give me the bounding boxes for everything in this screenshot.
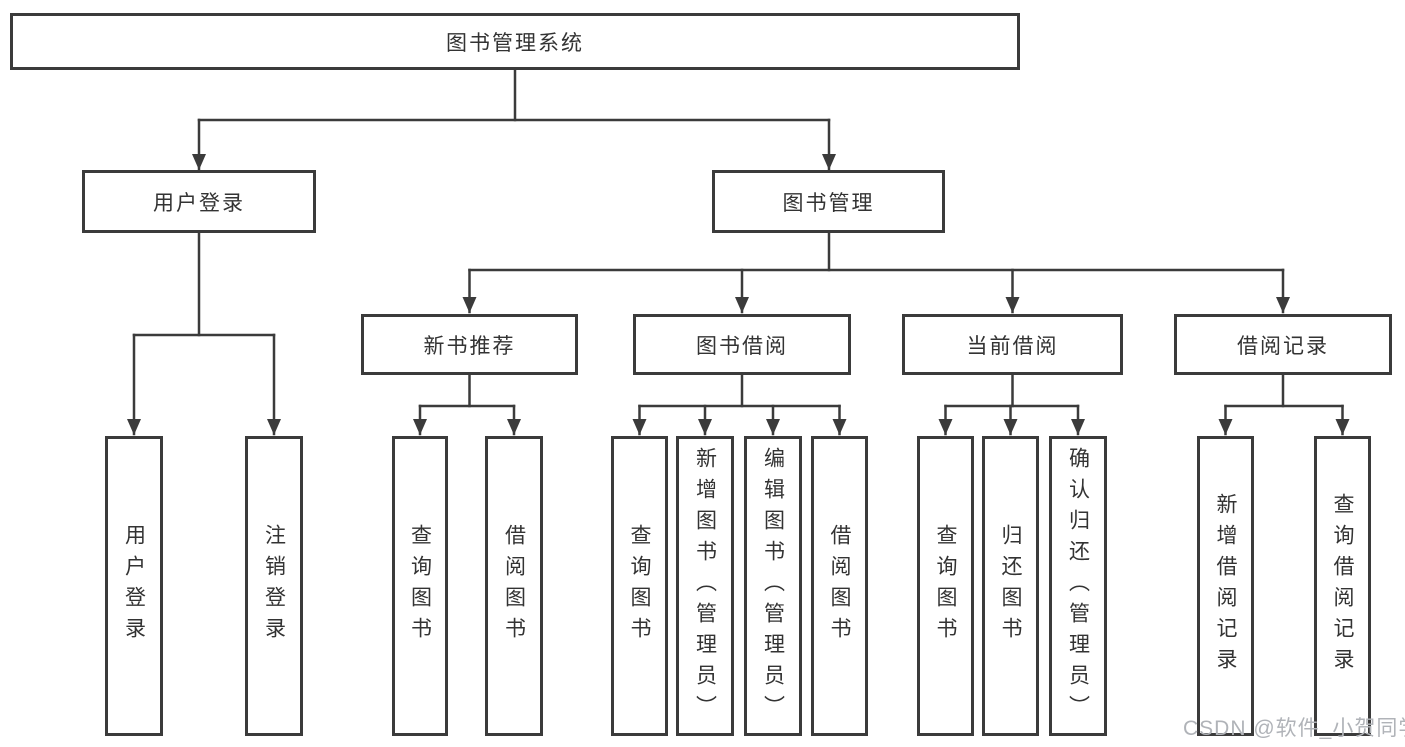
leaf-query-books-c: 查询图书: [917, 436, 974, 736]
leaf-query-books-b: 查询图书: [611, 436, 668, 736]
leaf-borrow-books-b: 借阅图书: [811, 436, 868, 736]
node-current-borrow: 当前借阅: [902, 314, 1123, 375]
leaf-label: 归还图书: [999, 524, 1022, 648]
node-label: 当前借阅: [966, 334, 1059, 358]
leaf-user-login: 用户登录: [105, 436, 163, 736]
node-borrow-records: 借阅记录: [1174, 314, 1392, 375]
node-user-login: 用户登录: [82, 170, 316, 233]
node-label: 图书管理系统: [446, 31, 584, 55]
leaf-label: 注销登录: [262, 524, 286, 648]
leaf-return-books: 归还图书: [982, 436, 1039, 736]
leaf-add-borrow-record: 新增借阅记录: [1197, 436, 1254, 736]
leaf-logout: 注销登录: [245, 436, 303, 736]
leaf-label: 新增图书（管理员）: [693, 446, 717, 726]
leaf-label: 借阅图书: [828, 524, 851, 648]
leaf-label: 编辑图书（管理员）: [761, 446, 785, 726]
leaf-label: 新增借阅记录: [1214, 493, 1237, 679]
watermark: CSDN @软件_小贺同学: [1183, 717, 1405, 740]
node-label: 用户登录: [153, 191, 245, 215]
leaf-add-books-admin: 新增图书（管理员）: [676, 436, 734, 736]
leaf-query-borrow-record: 查询借阅记录: [1314, 436, 1371, 736]
node-book-management: 图书管理: [712, 170, 945, 233]
leaf-label: 用户登录: [122, 524, 146, 648]
leaf-label: 查询图书: [934, 524, 957, 648]
node-new-book-recommend: 新书推荐: [361, 314, 578, 375]
node-label: 借阅记录: [1237, 334, 1329, 358]
node-book-borrow: 图书借阅: [633, 314, 851, 375]
leaf-borrow-books-a: 借阅图书: [485, 436, 543, 736]
leaf-label: 借阅图书: [502, 524, 526, 648]
leaf-edit-books-admin: 编辑图书（管理员）: [744, 436, 802, 736]
leaf-label: 查询图书: [408, 524, 432, 648]
node-label: 新书推荐: [423, 334, 516, 358]
leaf-confirm-return-admin: 确认归还（管理员）: [1049, 436, 1107, 736]
node-label: 图书借阅: [696, 334, 788, 358]
leaf-label: 查询图书: [628, 524, 651, 648]
node-label: 图书管理: [782, 191, 875, 215]
leaf-query-books-a: 查询图书: [392, 436, 448, 736]
node-library-system: 图书管理系统: [10, 13, 1020, 70]
leaf-label: 确认归还（管理员）: [1066, 446, 1090, 726]
leaf-label: 查询借阅记录: [1331, 493, 1354, 679]
